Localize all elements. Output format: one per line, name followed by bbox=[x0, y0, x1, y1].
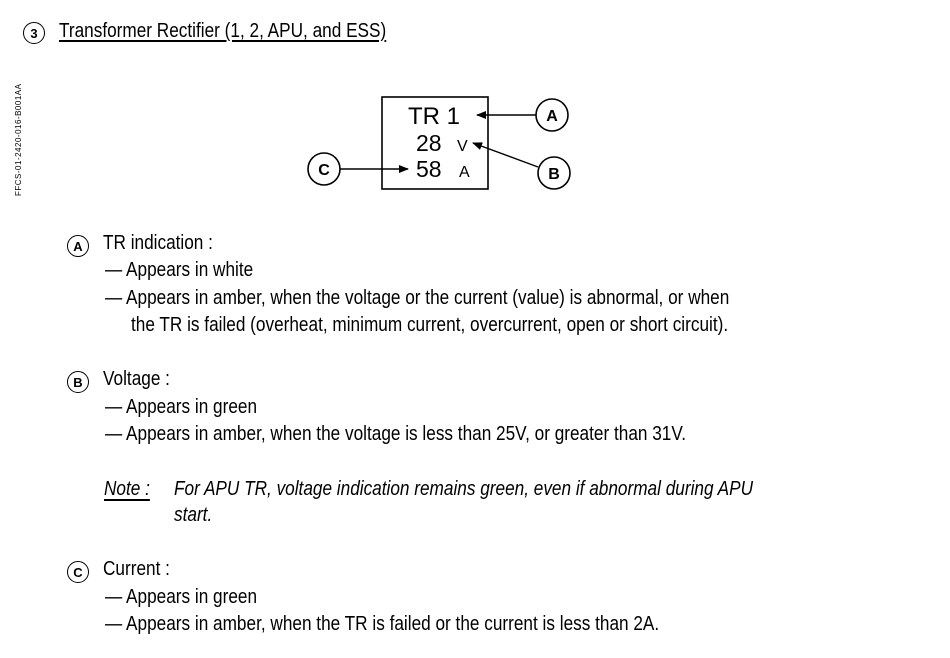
section-title: Transformer Rectifier (1, 2, APU, and ES… bbox=[59, 20, 387, 42]
current-value: 58 bbox=[416, 156, 442, 182]
voltage-value: 28 bbox=[416, 130, 442, 156]
item-c-badge: C bbox=[67, 561, 89, 583]
item-a-heading: TR indication : bbox=[103, 232, 213, 254]
callout-a-letter: A bbox=[546, 108, 558, 125]
item-c-line-2: — Appears in amber, when the TR is faile… bbox=[105, 613, 660, 635]
item-a-line-2: — Appears in amber, when the voltage or … bbox=[105, 287, 730, 309]
note-line-2: start. bbox=[174, 504, 213, 526]
item-a-line-3: the TR is failed (overheat, minimum curr… bbox=[131, 314, 729, 336]
callout-a-circle bbox=[535, 98, 569, 132]
callout-b-arrow bbox=[472, 142, 539, 168]
tr-display-frame bbox=[381, 96, 489, 190]
tr-label: TR 1 bbox=[408, 103, 460, 130]
item-b-line-2: — Appears in amber, when the voltage is … bbox=[105, 423, 687, 445]
note-label: Note : bbox=[104, 478, 150, 500]
callout-b-letter: B bbox=[548, 166, 560, 183]
section-number-badge: 3 bbox=[23, 22, 45, 44]
item-b-badge: B bbox=[67, 371, 89, 393]
callout-b-circle bbox=[537, 156, 571, 190]
callout-c-circle bbox=[307, 152, 341, 186]
item-a-badge: A bbox=[67, 235, 89, 257]
item-a-line-1: — Appears in white bbox=[105, 259, 254, 281]
current-unit: A bbox=[459, 164, 470, 181]
item-c-line-1: — Appears in green bbox=[105, 586, 258, 608]
voltage-unit: V bbox=[457, 138, 468, 155]
item-c-heading: Current : bbox=[103, 558, 170, 580]
note-line-1: For APU TR, voltage indication remains g… bbox=[174, 478, 754, 500]
item-b-heading: Voltage : bbox=[103, 368, 170, 390]
item-b-line-1: — Appears in green bbox=[105, 396, 258, 418]
callout-c-letter: C bbox=[318, 162, 330, 179]
